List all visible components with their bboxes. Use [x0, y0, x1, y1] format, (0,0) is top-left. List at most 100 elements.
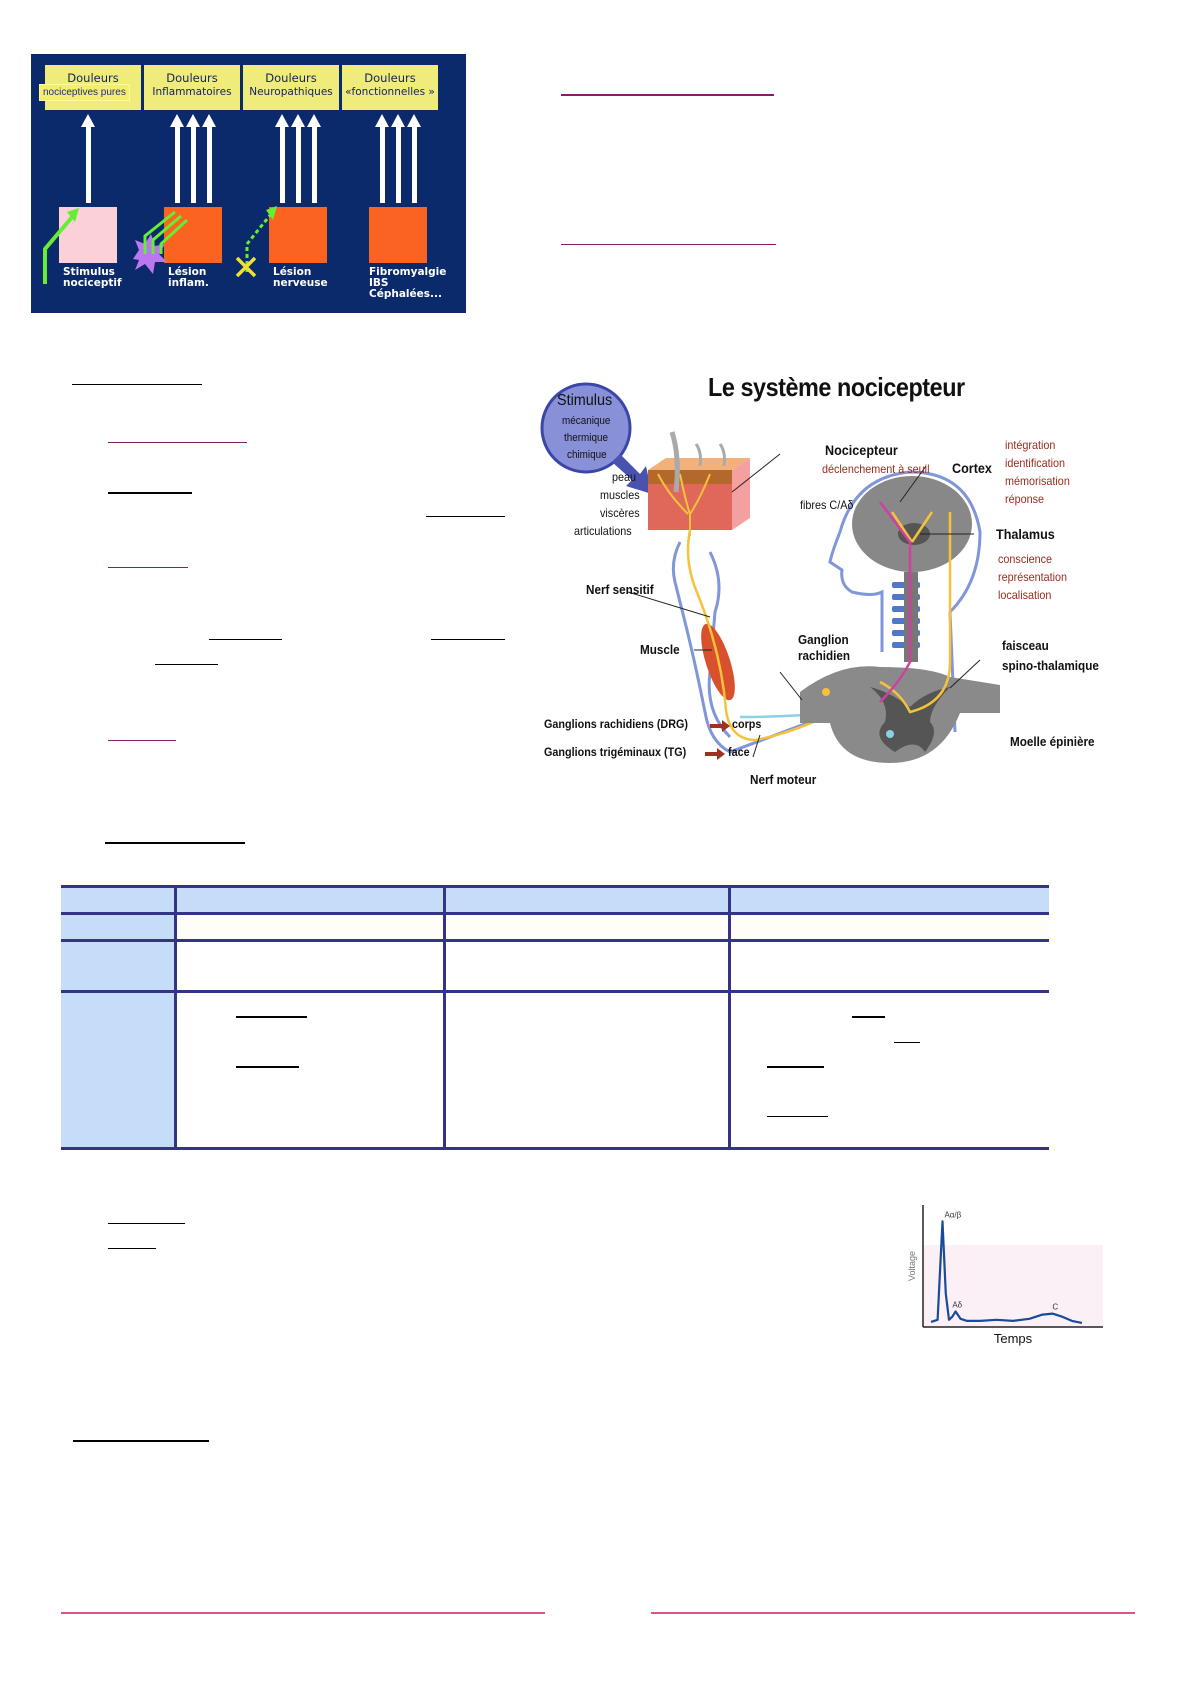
nociceptor-detail: déclenchement à seuil	[822, 462, 930, 476]
cause-caption-line: Lésion	[168, 266, 207, 278]
pain-type-subheading: nociceptives pures	[39, 84, 130, 101]
thalamus-function: conscience	[998, 552, 1053, 566]
cause-caption-line: Céphalées...	[369, 288, 442, 300]
pain-type-heading-line: «fonctionnelles »	[345, 86, 435, 98]
cell-term-underline	[236, 1016, 307, 1018]
subheading-underline	[108, 492, 192, 494]
motor-nerve-label: Nerf moteur	[750, 772, 817, 787]
up-arrow-icon	[307, 114, 321, 203]
cause-caption-line: nociceptif	[63, 277, 122, 289]
cause-caption-line: nerveuse	[273, 277, 328, 289]
cause-caption-line: IBS	[369, 277, 389, 289]
section-heading-underline	[73, 1440, 209, 1442]
tissue-label: muscles	[600, 488, 640, 502]
up-arrow-icon	[291, 114, 305, 203]
heading-underline	[561, 94, 774, 96]
table-border	[728, 885, 731, 1150]
cause-box	[269, 207, 327, 263]
term-underline	[426, 516, 505, 517]
footer-rule-right	[651, 1612, 1135, 1614]
cause-caption-line: inflam.	[168, 277, 209, 289]
cause-caption-line: Fibromyalgie	[369, 266, 447, 278]
thalamus-label: Thalamus	[996, 526, 1055, 542]
cortex-function: mémorisation	[1005, 474, 1070, 488]
pain-type-heading-line: Neuropathiques	[249, 86, 333, 98]
cause-caption-line: Stimulus	[63, 266, 115, 278]
up-arrow-icon	[407, 114, 421, 203]
stimulus-type: chimique	[567, 449, 607, 461]
up-arrow-icon	[186, 114, 200, 203]
table-border	[174, 885, 177, 1150]
nociceptor-illustration	[540, 382, 1000, 763]
stimulus-type: mécanique	[562, 415, 611, 427]
pain-type-heading-line: Douleurs	[364, 71, 416, 85]
pain-type-heading-line: Douleurs	[67, 71, 119, 85]
cortex-label: Cortex	[952, 460, 992, 476]
cell-term-underline	[894, 1042, 920, 1043]
tissue-label: viscères	[600, 506, 640, 520]
drg-label: Ganglions rachidiens (DRG)	[544, 717, 689, 731]
cell-term-underline	[852, 1016, 885, 1018]
up-arrow-icon	[202, 114, 216, 203]
up-arrow-icon	[81, 114, 95, 203]
subheading-underline	[108, 1223, 185, 1224]
fibers-label: fibres C/Aδ	[800, 498, 854, 512]
section-heading-underline	[105, 842, 245, 844]
pain-type-heading-line: Douleurs	[166, 71, 218, 85]
table-header-row	[61, 885, 1049, 913]
subheading-underline	[108, 740, 176, 741]
stimulus-type: thermique	[564, 432, 609, 444]
heading-underline	[561, 244, 776, 245]
tract-label: faisceau	[1002, 638, 1049, 653]
tg-target: face	[728, 745, 750, 759]
cause-box	[164, 207, 222, 263]
peak-annotation: Aδ	[952, 1301, 962, 1310]
cell-term-underline	[767, 1116, 828, 1117]
pain-type-heading-line: Inflammatoires	[152, 86, 232, 98]
cell-term-underline	[236, 1066, 299, 1068]
subheading-underline	[108, 567, 188, 568]
cause-box	[369, 207, 427, 263]
table-border	[61, 1147, 1049, 1150]
footer-rule-left	[61, 1612, 545, 1614]
muscle-label: Muscle	[640, 642, 680, 657]
table-border	[61, 990, 1049, 993]
pain-type-heading-line: Douleurs	[265, 71, 317, 85]
tract-label: spino-thalamique	[1002, 658, 1099, 673]
subheading-underline	[108, 442, 247, 443]
drg-target: corps	[732, 717, 762, 731]
cell-term-underline	[767, 1066, 824, 1068]
nociceptor-system-figure: Le système nocicepteur Stimulus mécaniqu…	[540, 362, 1135, 792]
sensory-nerve-label: Nerf sensitif	[586, 582, 654, 597]
tg-label: Ganglions trigéminaux (TG)	[544, 745, 687, 759]
tissue-label: articulations	[574, 524, 632, 538]
peak-annotation: Aα/β	[944, 1210, 961, 1219]
term-underline	[209, 639, 282, 640]
y-axis-label: Voltage	[907, 1251, 917, 1281]
peak-annotation: C	[1052, 1303, 1058, 1312]
table-border	[443, 885, 446, 1150]
ganglion-label: rachidien	[798, 648, 851, 663]
thalamus-function: localisation	[998, 588, 1052, 602]
pain-type-heading: Douleurs«fonctionnelles »	[342, 65, 438, 110]
nociceptor-label: Nocicepteur	[825, 442, 898, 458]
cortex-function: identification	[1005, 456, 1066, 470]
table-row-header-column	[61, 913, 175, 1150]
up-arrow-icon	[275, 114, 289, 203]
table-row	[175, 913, 1049, 940]
plot-background	[923, 1245, 1103, 1327]
cause-box	[59, 207, 117, 263]
stimulus-title: Stimulus	[557, 392, 613, 409]
comparison-table	[61, 885, 1049, 1150]
up-arrow-icon	[170, 114, 184, 203]
ganglion-label: Ganglion	[798, 632, 849, 647]
